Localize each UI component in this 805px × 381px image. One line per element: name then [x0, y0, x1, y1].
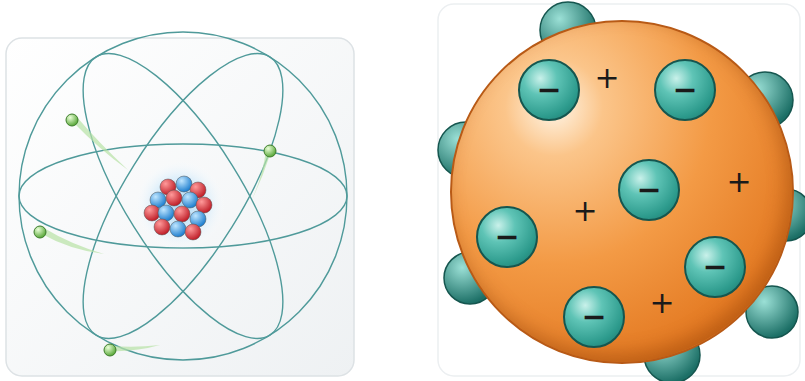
negative-charge: − [581, 302, 606, 332]
electron: − [684, 236, 746, 298]
electron: − [476, 206, 538, 268]
negative-charge: − [494, 222, 519, 252]
electron: − [618, 159, 680, 221]
positive-charge: + [572, 196, 597, 226]
electron: − [654, 59, 716, 121]
plum-pudding-sphere: ++++−−−−−− [450, 20, 794, 364]
positive-charge: + [594, 63, 619, 93]
negative-charge: − [636, 175, 661, 205]
positive-charge: + [649, 288, 674, 318]
positive-charge: + [726, 167, 751, 197]
electron: − [518, 59, 580, 121]
negative-charge: − [702, 252, 727, 282]
negative-charge: − [672, 75, 697, 105]
negative-charge: − [536, 75, 561, 105]
electron: − [563, 286, 625, 348]
